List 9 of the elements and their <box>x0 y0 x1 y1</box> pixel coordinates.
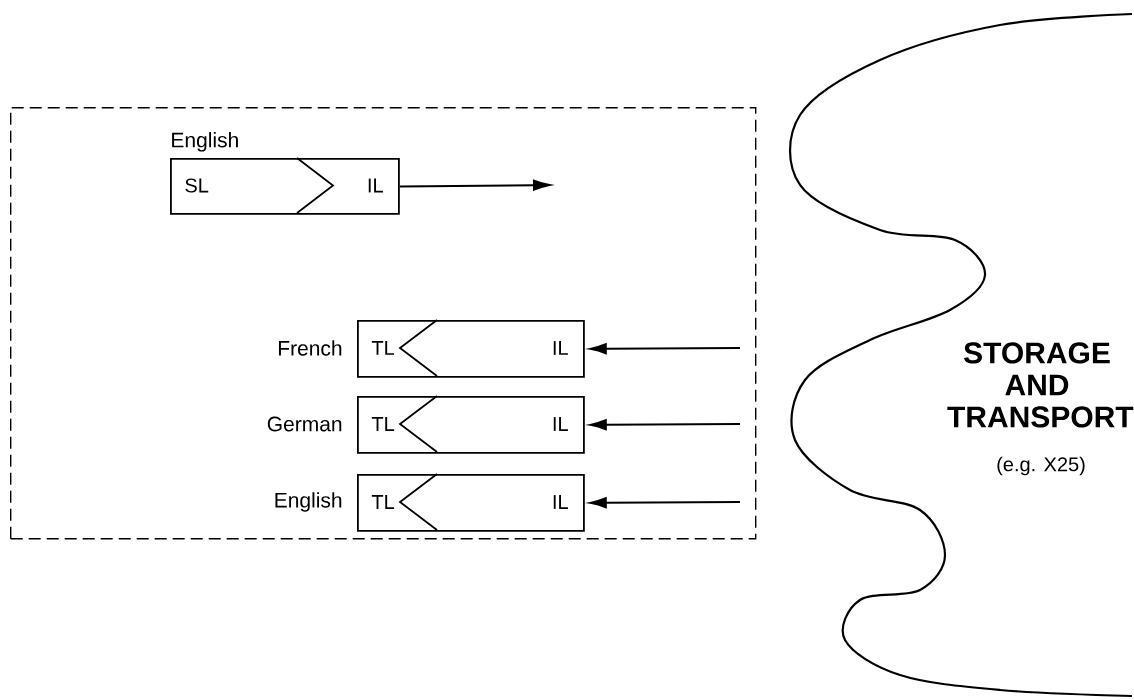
language-label: German <box>267 416 342 432</box>
converter-box: SL IL <box>170 157 400 215</box>
language-label: English <box>172 132 238 152</box>
converter-box: TL IL <box>357 319 585 378</box>
converter-box: TL IL <box>357 473 585 532</box>
dashed-frame <box>10 107 757 540</box>
language-label: English <box>275 492 342 512</box>
converter-box: TL IL <box>357 395 585 454</box>
language-label: French <box>279 340 342 356</box>
